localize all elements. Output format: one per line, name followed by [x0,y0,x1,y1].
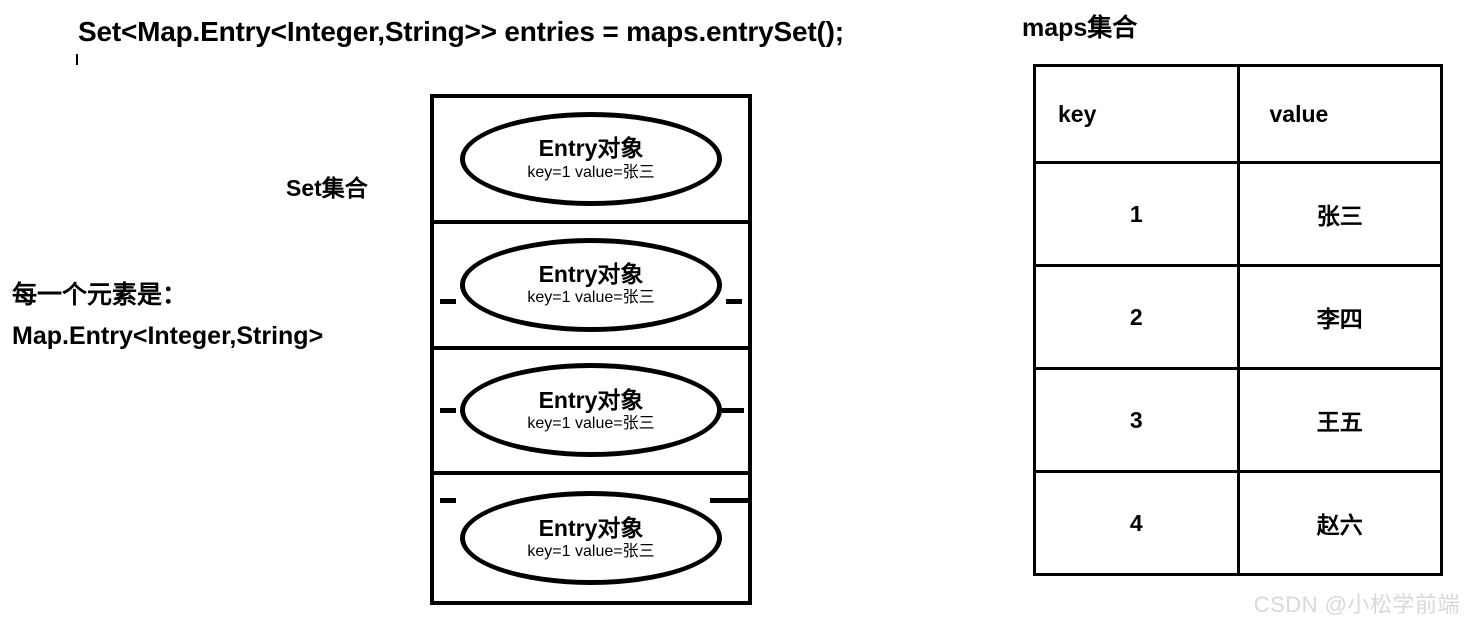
set-entry-row: Entry对象 key=1 value=张三 [434,350,748,476]
entry-object-keyvalue: key=1 value=张三 [527,415,655,433]
entry-object-ellipse: Entry对象 key=1 value=张三 [460,237,722,332]
entry-object-keyvalue: key=1 value=张三 [527,163,655,181]
set-collection-label: Set集合 [286,175,368,201]
table-row: 1 张三 [1033,161,1443,267]
set-entry-row: Entry对象 key=1 value=张三 [434,224,748,350]
entry-object-title: Entry对象 [538,386,644,413]
set-collection-box: Entry对象 key=1 value=张三 Entry对象 key=1 val… [430,94,752,605]
entry-object-keyvalue: key=1 value=张三 [527,542,655,560]
connector-tick-right-icon [722,407,744,413]
cell-value: 李四 [1236,264,1443,370]
entry-object-keyvalue: key=1 value=张三 [527,289,655,307]
entry-object-ellipse: Entry对象 key=1 value=张三 [460,491,722,586]
table-row: 4 赵六 [1033,470,1443,576]
cell-value: 王五 [1236,367,1443,473]
entry-object-title: Entry对象 [538,135,644,162]
element-note-line1: 每一个元素是： [12,281,188,309]
connector-tick-left-icon [440,497,456,503]
table-row: 2 李四 [1033,264,1443,370]
maps-table: key value 1 张三 2 李四 3 王五 4 赵六 [1033,64,1443,576]
cell-key: 1 [1033,161,1240,267]
table-header-row: key value [1033,64,1443,164]
cell-value: 张三 [1236,161,1443,267]
element-note-line2: Map.Entry<Integer,String> [12,322,324,350]
set-entry-row: Entry对象 key=1 value=张三 [434,475,748,601]
entry-object-title: Entry对象 [538,514,644,541]
connector-tick-right-icon [710,497,748,503]
entry-object-title: Entry对象 [538,261,644,288]
column-header-key: key [1033,64,1240,164]
code-title: Set<Map.Entry<Integer,String>> entries =… [78,16,844,47]
column-header-value: value [1236,64,1443,164]
watermark: CSDN @小松学前端 [1253,592,1460,617]
connector-tick-left-icon [440,299,456,305]
entry-object-ellipse: Entry对象 key=1 value=张三 [460,363,722,458]
title-tick-mark [76,54,78,65]
table-row: 3 王五 [1033,367,1443,473]
cell-value: 赵六 [1236,470,1443,576]
cell-key: 3 [1033,367,1240,473]
cell-key: 4 [1033,470,1240,576]
entry-object-ellipse: Entry对象 key=1 value=张三 [460,111,722,206]
cell-key: 2 [1033,264,1240,370]
connector-tick-left-icon [440,407,456,413]
set-entry-row: Entry对象 key=1 value=张三 [434,98,748,224]
connector-tick-right-icon [726,299,742,305]
maps-collection-label: maps集合 [1022,14,1138,42]
